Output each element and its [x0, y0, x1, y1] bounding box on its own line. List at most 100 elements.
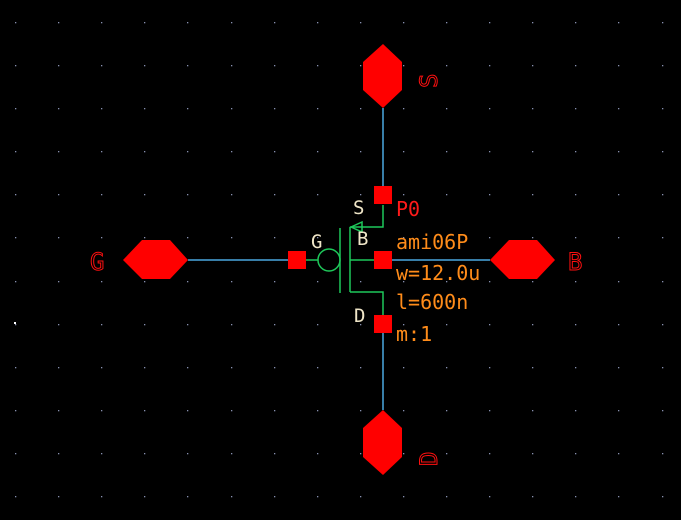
grid-dot — [15, 108, 17, 110]
grid-dot — [317, 108, 319, 110]
grid-dot — [15, 453, 17, 455]
grid-dot — [317, 237, 319, 239]
grid-dot — [489, 108, 491, 110]
grid-dot — [446, 22, 448, 24]
grid-dot — [58, 108, 60, 110]
grid-dot — [403, 108, 405, 110]
terminal-label-gate: G — [311, 231, 322, 253]
length-property[interactable]: l=600n — [396, 290, 468, 314]
terminal-drain[interactable] — [374, 315, 392, 333]
arrow-icon — [349, 220, 363, 234]
pmos-transistor[interactable] — [306, 205, 384, 315]
grid-dot — [231, 410, 233, 412]
grid-dot — [187, 453, 189, 455]
pin-source[interactable] — [363, 44, 402, 108]
grid-dot — [144, 22, 146, 24]
grid-dot — [403, 453, 405, 455]
grid-dot — [403, 237, 405, 239]
grid-dot — [317, 281, 319, 283]
grid-dot — [231, 194, 233, 196]
grid-dot — [618, 367, 620, 369]
grid-dot — [446, 367, 448, 369]
grid-dot — [317, 496, 319, 498]
grid-dot — [187, 151, 189, 153]
grid-dot — [15, 410, 17, 412]
terminal-gate[interactable] — [288, 251, 306, 269]
grid-dot — [187, 108, 189, 110]
grid-dot — [532, 194, 534, 196]
grid-dot — [187, 237, 189, 239]
grid-dot — [360, 410, 362, 412]
grid-dot — [360, 65, 362, 67]
grid-dot — [575, 410, 577, 412]
grid-dot — [58, 367, 60, 369]
model-name[interactable]: ami06P — [396, 230, 468, 254]
grid-dot — [274, 65, 276, 67]
grid-dot — [15, 22, 17, 24]
inversion-bubble-icon — [317, 248, 341, 272]
grid-dot — [532, 281, 534, 283]
grid-dot — [101, 410, 103, 412]
grid-dot — [662, 194, 664, 196]
grid-dot — [618, 453, 620, 455]
grid-dot — [101, 496, 103, 498]
grid-dot — [575, 151, 577, 153]
grid-dot — [231, 22, 233, 24]
grid-dot — [187, 367, 189, 369]
grid-dot — [15, 281, 17, 283]
grid-dot — [662, 22, 664, 24]
grid-dot — [618, 324, 620, 326]
grid-dot — [58, 453, 60, 455]
pin-label-gate: G — [90, 248, 104, 276]
grid-dot — [618, 496, 620, 498]
grid-dot — [15, 496, 17, 498]
grid-dot — [618, 108, 620, 110]
grid-dot — [101, 194, 103, 196]
grid-dot — [575, 108, 577, 110]
grid-dot — [446, 281, 448, 283]
grid-dot — [532, 496, 534, 498]
grid-dot — [187, 410, 189, 412]
grid-dot — [317, 324, 319, 326]
grid-dot — [58, 237, 60, 239]
pin-gate[interactable] — [123, 240, 188, 279]
grid-dot — [317, 453, 319, 455]
grid-dot — [575, 453, 577, 455]
grid-dot — [532, 367, 534, 369]
grid-dot — [446, 410, 448, 412]
grid-dot — [489, 367, 491, 369]
pin-bulk[interactable] — [490, 240, 555, 279]
terminal-bulk[interactable] — [374, 251, 392, 269]
grid-dot — [317, 194, 319, 196]
grid-dot — [187, 281, 189, 283]
grid-dot — [58, 281, 60, 283]
grid-dot — [532, 108, 534, 110]
grid-dot — [575, 281, 577, 283]
drain-lead — [350, 291, 384, 315]
multiplier-property[interactable]: m:1 — [396, 322, 432, 346]
grid-dot — [532, 410, 534, 412]
terminal-source[interactable] — [374, 186, 392, 204]
grid-dot — [618, 281, 620, 283]
grid-dot — [274, 151, 276, 153]
grid-dot — [101, 281, 103, 283]
source-lead — [350, 205, 384, 228]
instance-name[interactable]: P0 — [396, 197, 420, 221]
grid-dot — [360, 281, 362, 283]
grid-dot — [15, 65, 17, 67]
grid-dot — [274, 22, 276, 24]
grid-dot — [575, 324, 577, 326]
grid-dot — [403, 151, 405, 153]
grid-dot — [662, 410, 664, 412]
grid-dot — [144, 367, 146, 369]
grid-dot — [58, 496, 60, 498]
width-property[interactable]: w=12.0u — [396, 261, 480, 285]
pin-label-source: S — [415, 74, 443, 88]
grid-dot — [15, 194, 17, 196]
pin-drain[interactable] — [363, 410, 402, 475]
pin-label-bulk: B — [568, 248, 582, 276]
grid-dot — [489, 281, 491, 283]
grid-dot — [532, 151, 534, 153]
grid-dot — [403, 65, 405, 67]
